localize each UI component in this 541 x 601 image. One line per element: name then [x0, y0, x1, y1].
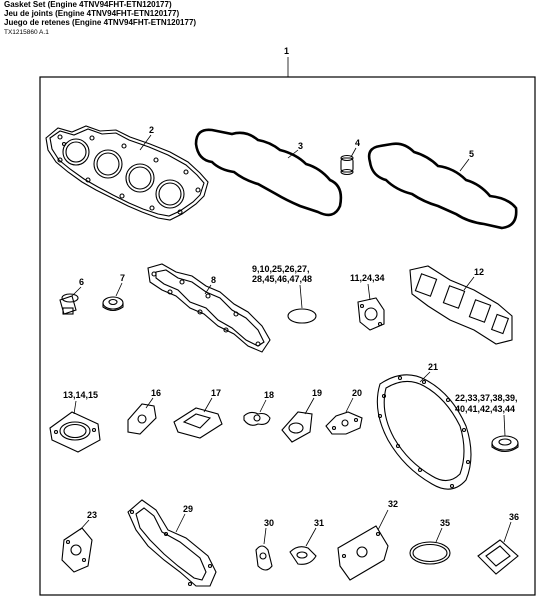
title-spanish: Juego de retenes (Engine 4TNV94FHT-ETN12…	[4, 18, 197, 27]
callout-35: 35	[440, 518, 450, 528]
rocker-cover-gasket	[194, 128, 343, 217]
callout-6: 6	[79, 277, 84, 287]
callout-22-line2: 40,41,42,43,44	[455, 404, 515, 414]
callout-9-line2: 28,45,46,47,48	[252, 274, 312, 284]
thermostat-gasket	[173, 407, 223, 439]
oil-seal	[491, 435, 519, 453]
drain-plug	[59, 293, 79, 315]
small-gasket-30	[255, 545, 273, 571]
oil-pan-gasket	[127, 499, 217, 587]
pump-cover-gasket	[61, 527, 93, 573]
bracket-gasket	[325, 411, 363, 435]
square-gasket	[477, 539, 519, 575]
cover-gasket-32	[337, 525, 389, 581]
valve-stem-seal	[340, 154, 354, 176]
callout-29: 29	[183, 504, 193, 514]
callout-20: 20	[352, 388, 362, 398]
callout-17: 17	[211, 388, 221, 398]
callout-19: 19	[312, 388, 322, 398]
flange-gasket	[357, 297, 385, 331]
reference-code: TX1215860 A.1	[4, 29, 49, 36]
callout-12: 12	[474, 267, 484, 277]
callout-8: 8	[211, 275, 216, 285]
outlet-gasket	[281, 411, 313, 443]
callout-4: 4	[355, 138, 360, 148]
callout-36: 36	[509, 512, 519, 522]
exhaust-manifold-gasket	[409, 265, 513, 345]
callout-set: 1	[284, 46, 289, 56]
sealing-washer	[102, 296, 124, 312]
o-ring	[287, 308, 317, 324]
callout-23: 23	[87, 510, 97, 520]
callout-11: 11,24,34	[350, 273, 385, 283]
diagram-header: Gasket Set (Engine 4TNV94FHT-ETN120177) …	[4, 0, 196, 27]
callout-2: 2	[149, 125, 154, 135]
housing-gasket	[376, 374, 472, 490]
head-gasket	[45, 125, 209, 221]
title-french: Jeu de joints (Engine 4TNV94FHT-ETN12017…	[4, 9, 180, 18]
intake-manifold-gasket	[147, 263, 271, 353]
elbow-gasket	[243, 411, 271, 426]
callout-22-line1: 22,33,37,38,39,	[455, 393, 518, 403]
callout-9-line1: 9,10,25,26,27,	[252, 264, 310, 274]
title-english: Gasket Set (Engine 4TNV94FHT-ETN120177)	[4, 0, 172, 9]
kit-frame	[39, 76, 536, 596]
callout-32: 32	[388, 499, 398, 509]
small-gasket-31	[289, 546, 317, 565]
callout-31: 31	[314, 518, 324, 528]
callout-30: 30	[264, 518, 274, 528]
large-o-ring	[409, 541, 451, 565]
callout-3: 3	[298, 141, 303, 151]
callout-13: 13,14,15	[63, 390, 98, 400]
cover-plate-gasket	[127, 403, 157, 435]
callout-18: 18	[264, 390, 274, 400]
callout-7: 7	[120, 273, 125, 283]
callout-21: 21	[428, 362, 438, 372]
callout-5: 5	[469, 149, 474, 159]
pump-gasket	[49, 411, 101, 453]
callout-16: 16	[151, 388, 161, 398]
cover-gasket	[367, 142, 518, 230]
